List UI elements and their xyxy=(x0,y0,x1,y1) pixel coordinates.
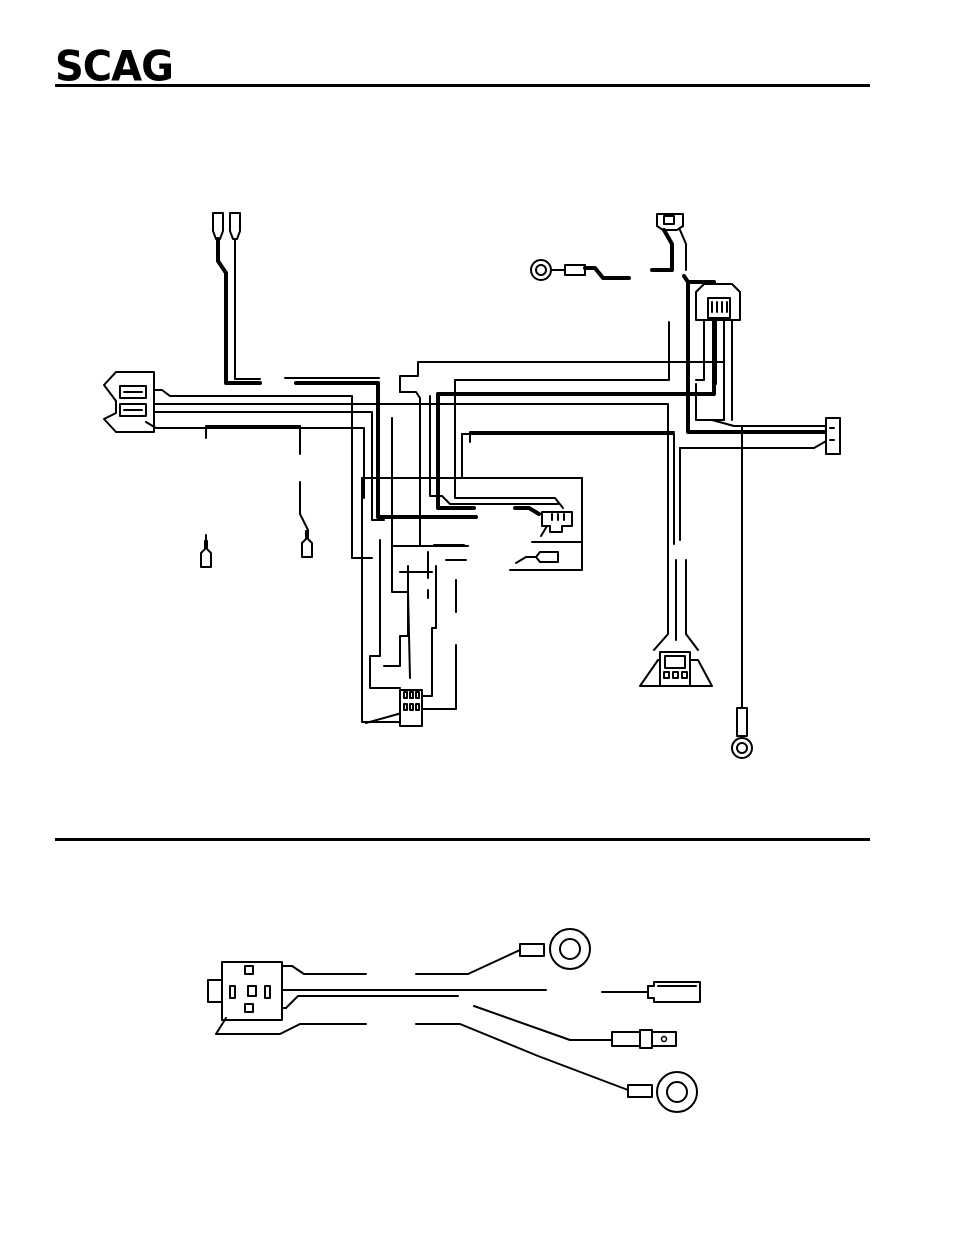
ring-terminal xyxy=(520,929,590,969)
secondary-wiring-harness xyxy=(208,929,700,1112)
bottom-multipin-connector xyxy=(400,690,422,726)
right-end-connector xyxy=(826,418,840,454)
ring-terminal xyxy=(628,1072,697,1112)
main-wiring-harness xyxy=(104,213,840,758)
female-spade-terminal xyxy=(648,982,700,1002)
center-relay-connector xyxy=(515,508,572,536)
bullet-terminal xyxy=(612,1030,676,1048)
spade-terminal-pair xyxy=(213,213,260,383)
right-plug-connector xyxy=(696,284,740,420)
top-right-connector xyxy=(652,214,686,270)
spade-terminal xyxy=(302,531,312,557)
ring-terminal xyxy=(531,260,629,280)
spade-terminal xyxy=(516,552,558,563)
ring-terminal xyxy=(732,708,752,758)
spade-terminal xyxy=(201,535,211,567)
bottom-right-socket-connector xyxy=(640,652,712,686)
relay-socket-connector xyxy=(208,962,282,1020)
